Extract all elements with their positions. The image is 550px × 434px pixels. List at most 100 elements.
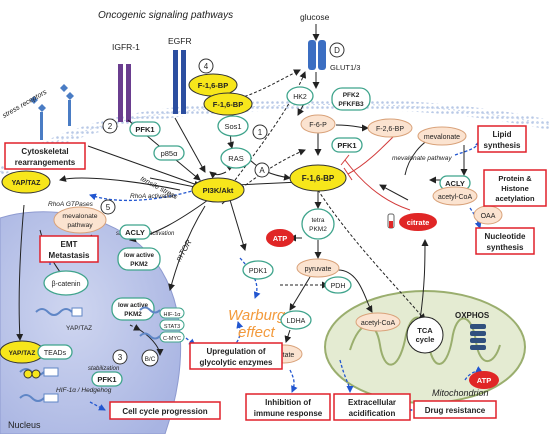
svg-text:HK2: HK2 xyxy=(293,94,307,101)
svg-text:YAP/TAZ: YAP/TAZ xyxy=(9,350,36,357)
dna-yap-taz xyxy=(35,307,83,317)
svg-text:Cytoskeletal: Cytoskeletal xyxy=(21,147,68,156)
svg-text:C-MYC: C-MYC xyxy=(163,336,181,342)
svg-text:ACLY: ACLY xyxy=(445,179,465,188)
mtor-label: mTOR xyxy=(174,238,194,263)
mitochondrion-label: Mitochondrion xyxy=(432,388,489,398)
svg-text:PKM2: PKM2 xyxy=(130,261,148,268)
svg-text:A: A xyxy=(259,166,265,175)
svg-text:pyruvate: pyruvate xyxy=(305,266,332,273)
node-yap-top: YAP/TAZ xyxy=(1,170,51,194)
circle-d: D xyxy=(329,42,345,58)
rhoa-gtpases-label: RhoA GTPases xyxy=(48,201,94,208)
svg-text:F-2,6-BP: F-2,6-BP xyxy=(376,126,404,133)
node-cmyc: C-MYC xyxy=(159,331,185,343)
svg-text:D: D xyxy=(334,46,340,55)
node-pfk1-center: PFK1 xyxy=(331,137,363,153)
svg-text:RAS: RAS xyxy=(228,154,243,163)
igfr-label: IGFR-1 xyxy=(112,42,140,52)
circle-n1: 1 xyxy=(252,124,268,140)
dna-hif xyxy=(139,306,161,340)
svg-text:EMT: EMT xyxy=(61,240,78,249)
svg-text:acetyl-CoA: acetyl-CoA xyxy=(361,320,396,327)
warburg-line1: Warburg xyxy=(228,307,286,324)
node-mevalonate-right: mevalonate xyxy=(417,126,467,146)
node-ldha: LDHA xyxy=(280,310,312,330)
stabilization-label: stabilization xyxy=(88,366,120,372)
svg-text:F-1,6-BP: F-1,6-BP xyxy=(213,100,243,109)
svg-text:Sos1: Sos1 xyxy=(224,122,241,131)
svg-text:F-6-P: F-6-P xyxy=(309,122,327,129)
svg-text:Inhibition of: Inhibition of xyxy=(265,398,311,407)
svg-text:mevalonate: mevalonate xyxy=(62,213,97,220)
svg-text:Protein &: Protein & xyxy=(498,174,532,183)
oxphos-label: OXPHOS xyxy=(455,311,490,320)
svg-text:citrate: citrate xyxy=(407,218,430,227)
outcome-upregulation: Upregulation of glycolytic enzymes xyxy=(189,342,283,370)
svg-text:PFK1: PFK1 xyxy=(135,125,154,134)
svg-text:cycle: cycle xyxy=(416,335,435,344)
svg-text:TEADs: TEADs xyxy=(44,350,67,357)
svg-text:Upregulation of: Upregulation of xyxy=(206,347,265,356)
node-f16bp-main: F-1,6-BP xyxy=(289,164,347,192)
oxphos-complex xyxy=(470,324,486,350)
svg-text:acetylation: acetylation xyxy=(495,194,535,203)
svg-text:ATP: ATP xyxy=(273,234,287,243)
svg-text:glycolytic enzymes: glycolytic enzymes xyxy=(200,358,273,367)
node-b-catenin: β-catenin xyxy=(43,270,89,296)
circle-n5: 5 xyxy=(100,199,116,215)
node-citrate: citrate xyxy=(399,213,437,231)
node-acetyl-coa-mito: acetyl-CoA xyxy=(355,312,401,332)
svg-text:low active: low active xyxy=(118,302,149,309)
svg-text:PFKFB3: PFKFB3 xyxy=(338,101,364,108)
circle-bc: B/C xyxy=(141,349,159,367)
node-pfk1-left: PFK1 xyxy=(129,121,161,137)
stress-receptor xyxy=(30,84,74,140)
nucleus-label: Nucleus xyxy=(8,420,41,430)
node-f16bp-top: F-1,6-BP xyxy=(188,73,238,97)
node-hif1a: HIF-1α xyxy=(159,307,185,319)
node-teads: TEADs xyxy=(37,344,73,360)
svg-text:ATP: ATP xyxy=(477,376,491,385)
node-oaa: OAA xyxy=(473,205,503,225)
svg-text:LDHA: LDHA xyxy=(287,318,306,325)
svg-text:TCA: TCA xyxy=(417,326,433,335)
node-pfk1-nucleus: PFK1 xyxy=(91,371,123,387)
circle-a: A xyxy=(254,162,270,178)
svg-text:PFK1: PFK1 xyxy=(337,141,356,150)
node-pi3k: PI3K/Akt xyxy=(191,177,245,203)
dna-nucleus-bottom xyxy=(19,369,59,403)
svg-text:1: 1 xyxy=(258,128,263,137)
svg-text:HIF-1α: HIF-1α xyxy=(164,312,182,318)
circle-n3: 3 xyxy=(112,349,128,365)
svg-text:p85α: p85α xyxy=(161,149,179,158)
svg-text:PDH: PDH xyxy=(331,283,346,290)
svg-text:5: 5 xyxy=(106,203,111,212)
node-sos1: Sos1 xyxy=(217,115,249,137)
svg-text:PDK1: PDK1 xyxy=(249,268,267,275)
svg-text:acetyl-CoA: acetyl-CoA xyxy=(438,194,473,201)
svg-text:pathway: pathway xyxy=(67,222,93,229)
citrate-vial xyxy=(387,213,395,229)
hif-hedgehog-label: HIF-1α / Hedgehog xyxy=(56,387,112,394)
node-acetyl-coa-right-visible: acetyl-CoA xyxy=(432,186,478,206)
svg-text:Lipid: Lipid xyxy=(492,130,511,139)
node-acly-left: ACLY xyxy=(119,224,151,240)
svg-text:PFK2: PFK2 xyxy=(343,92,360,99)
svg-text:Cell cycle progression: Cell cycle progression xyxy=(122,407,207,416)
svg-text:Drug resistance: Drug resistance xyxy=(425,406,486,415)
node-f26bp: F-2,6-BP xyxy=(367,118,413,138)
node-pdh: PDH xyxy=(324,276,352,294)
node-hk2: HK2 xyxy=(286,86,314,106)
svg-text:β-catenin: β-catenin xyxy=(52,281,81,288)
svg-text:Histone: Histone xyxy=(501,184,529,193)
oncogenic-label: Oncogenic signaling pathways xyxy=(98,10,233,21)
